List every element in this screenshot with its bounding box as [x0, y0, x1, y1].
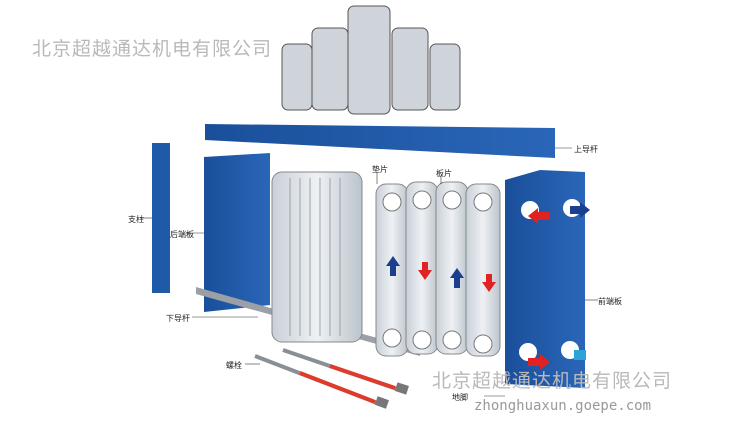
watermark-website: zhonghuaxun.goepe.com	[474, 398, 652, 414]
hot-down-arrow	[482, 274, 496, 292]
outlet-hot-arrow	[528, 354, 550, 370]
label-gasket: 垫片	[372, 165, 388, 174]
plate-pack	[271, 171, 501, 357]
label-lower-guide-bar: 下导杆	[166, 314, 190, 323]
label-support-column: 支柱	[128, 215, 144, 224]
front-end-plate	[505, 170, 585, 388]
sample-plates-illustration	[281, 5, 461, 115]
cold-up-arrow	[386, 256, 400, 276]
upper-guide-bar	[205, 124, 555, 158]
label-upper-guide-bar: 上导杆	[574, 145, 598, 154]
flow-arrows	[386, 256, 496, 292]
label-foot: 地脚	[452, 393, 468, 402]
label-rear-end-plate: 后端板	[170, 230, 194, 239]
bolts	[254, 348, 409, 409]
outlet-cold-arrow	[570, 202, 590, 218]
label-front-end-plate: 前端板	[598, 297, 622, 306]
label-bolt: 螺栓	[226, 361, 242, 370]
support-column	[152, 143, 170, 293]
hot-down-arrow	[418, 262, 432, 280]
watermark-company-top: 北京超越通达机电有限公司	[32, 38, 273, 60]
cold-up-arrow	[450, 268, 464, 288]
label-plate: 板片	[436, 169, 452, 178]
watermark-company-bottom: 北京超越通达机电有限公司	[432, 370, 673, 392]
rear-end-plate	[204, 153, 270, 312]
inlet-hot-arrow	[528, 208, 550, 224]
